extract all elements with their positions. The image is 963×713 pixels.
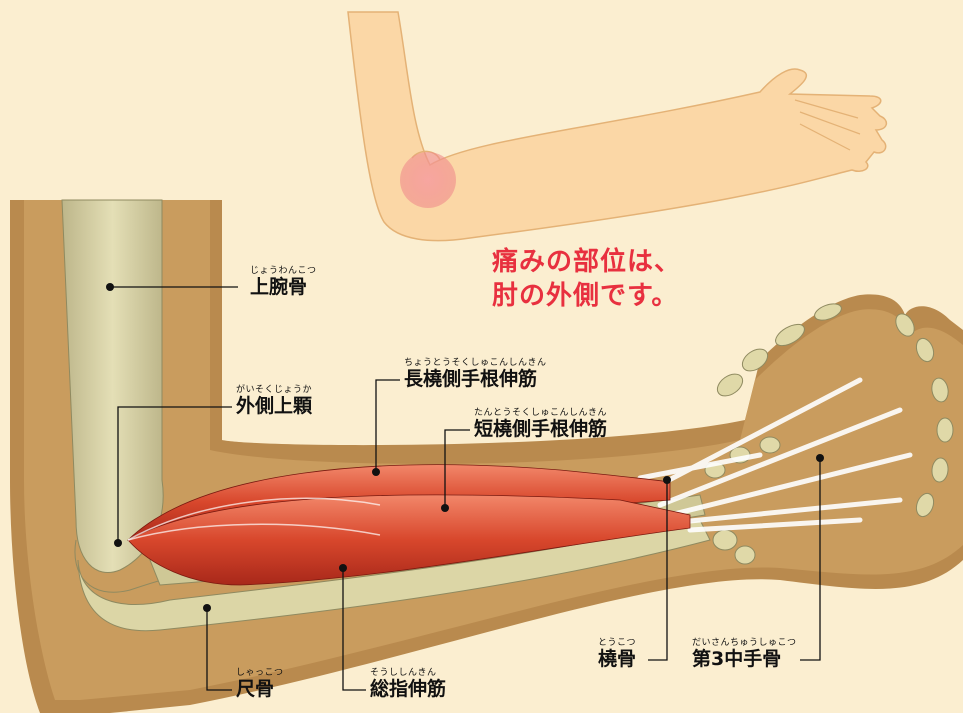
label-lateral-epicondyle: がいそくじょうか 外側上顆 [236, 385, 312, 417]
pain-spot [400, 152, 456, 208]
label-ecrb: たんとうそくしゅこんしんきん 短橈側手根伸筋 [474, 408, 607, 440]
label-metacarpal3: だいさんちゅうしゅこつ 第3中手骨 [692, 638, 797, 670]
label-ecrl: ちょうとうそくしゅこんしんきん 長橈側手根伸筋 [404, 358, 547, 390]
label-radius: とうこつ 橈骨 [598, 638, 636, 670]
label-ulna: しゃっこつ 尺骨 [236, 668, 284, 700]
arm-sketch [348, 12, 886, 241]
pain-caption: 痛みの部位は、 肘の外側です。 [492, 245, 681, 313]
label-edc: そうししんきん 総指伸筋 [370, 668, 446, 700]
label-humerus: じょうわんこつ 上腕骨 [250, 266, 317, 298]
caption-line-2: 肘の外側です。 [492, 279, 681, 313]
caption-line-1: 痛みの部位は、 [492, 245, 681, 279]
